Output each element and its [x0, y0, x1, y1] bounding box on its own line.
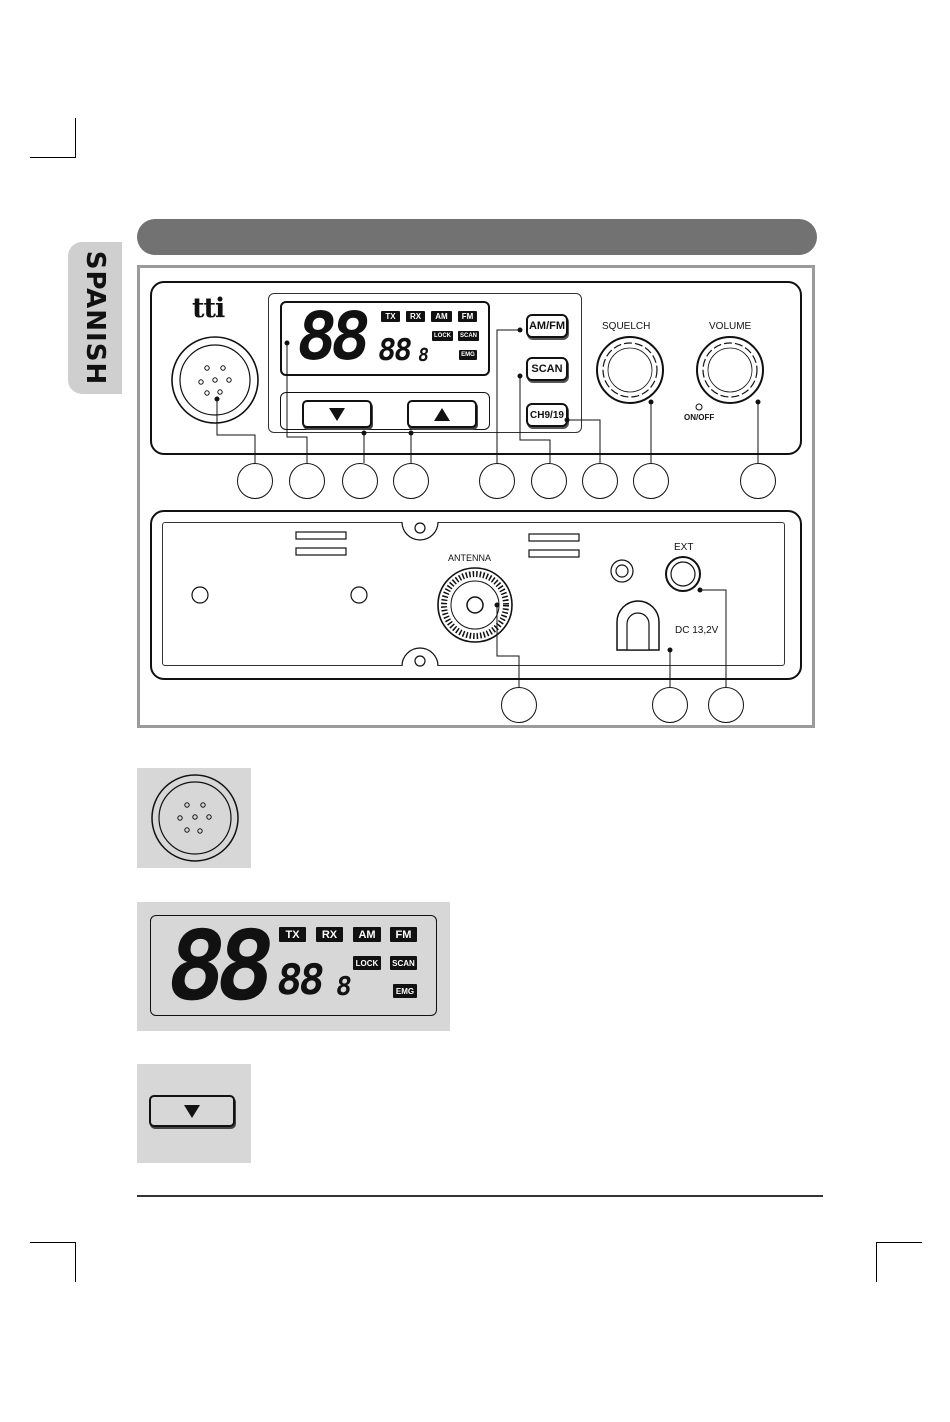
- detail-lcd-small-digits: 88: [274, 955, 325, 1004]
- detail-indicator-fm: FM: [390, 927, 417, 942]
- detail-down-arrow-icon: [184, 1105, 200, 1118]
- dc-label: DC 13,2V: [675, 625, 718, 636]
- detail-indicator-tx: TX: [279, 927, 306, 942]
- callout-dc: [652, 687, 688, 723]
- detail-indicator-lock: LOCK: [353, 956, 381, 970]
- callout-antenna: [501, 687, 537, 723]
- detail-mic-connector-icon: [149, 772, 241, 864]
- detail-indicator-rx: RX: [316, 927, 343, 942]
- callout-ext: [708, 687, 744, 723]
- detail-indicator-scan: SCAN: [390, 956, 417, 970]
- antenna-label: ANTENNA: [448, 553, 491, 563]
- detail-lcd-channel-digits: 88: [160, 910, 273, 1022]
- detail-down-button: [149, 1095, 235, 1127]
- footer-rule: [137, 1195, 823, 1197]
- detail-indicator-am: AM: [353, 927, 381, 942]
- detail-indicator-emg: EMG: [393, 984, 417, 998]
- ext-label: EXT: [674, 542, 693, 553]
